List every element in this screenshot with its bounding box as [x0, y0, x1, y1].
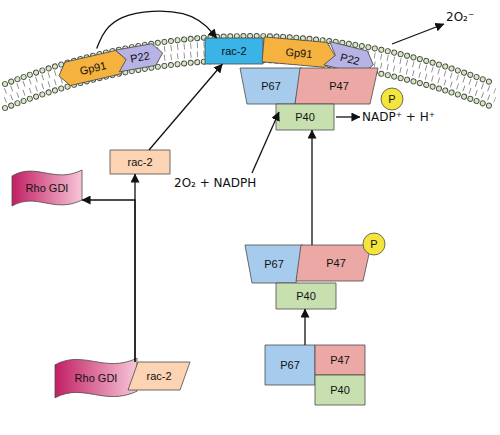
p40-subunit: P40 — [276, 104, 334, 130]
node-label: rac-2 — [221, 45, 246, 57]
node-label: Gp91 — [79, 59, 108, 77]
node-outline — [315, 345, 365, 375]
p67-subunit: P67 — [245, 245, 303, 283]
node-label: P — [388, 93, 395, 105]
node-label: P22 — [129, 49, 150, 64]
node-outline — [265, 345, 315, 385]
node-label: P22 — [339, 51, 361, 67]
node-label: Rho GDI — [26, 182, 69, 194]
node-outline — [12, 170, 82, 206]
phosphate-circle: P — [381, 88, 403, 110]
rac2-protein: rac-2 — [110, 150, 170, 174]
node-label: P67 — [264, 258, 284, 270]
gp91-subunit: Gp91 — [56, 48, 130, 87]
reaction-label: NADP⁺ + H⁺ — [362, 110, 435, 124]
node-outline — [56, 48, 130, 87]
node-label: Rho GDI — [75, 372, 118, 384]
product-arrow — [392, 24, 444, 44]
reaction-label: 2O₂⁻ — [446, 10, 474, 24]
node-outline — [205, 38, 263, 64]
rac2-protein: rac-2 — [205, 38, 263, 64]
node-outline — [128, 362, 190, 390]
assembly-arrow — [311, 130, 312, 245]
node-label: P47 — [330, 354, 350, 366]
assembly-arrow — [304, 309, 305, 345]
p67-subunit: P67 — [265, 345, 315, 385]
node-outline — [295, 68, 378, 104]
assembly-arrow — [149, 64, 222, 150]
node-outline — [381, 88, 403, 110]
p47-subunit: P47 — [301, 245, 371, 281]
node-outline — [110, 150, 170, 174]
p40-subunit: P40 — [276, 283, 336, 309]
p67-subunit: P67 — [240, 68, 302, 104]
rho-gdi-protein: Rho GDI — [55, 356, 137, 400]
node-outline — [296, 245, 371, 281]
node-label: P40 — [295, 111, 315, 123]
node-label: P47 — [329, 80, 349, 92]
p22-subunit: P22 — [115, 42, 164, 72]
node-outline — [240, 68, 302, 104]
node-outline — [115, 42, 164, 72]
phosphate-circle: P — [363, 233, 385, 255]
node-outline — [262, 37, 336, 68]
rho-gdi-protein: Rho GDI — [12, 168, 82, 208]
node-outline — [55, 358, 137, 398]
node-outline — [276, 283, 336, 309]
reaction-label: 2O₂ + NADPH — [174, 176, 256, 190]
substrate-arrow — [252, 112, 279, 173]
node-outline — [363, 233, 385, 255]
node-label: P47 — [326, 257, 346, 269]
product-arrow — [336, 116, 360, 117]
node-label: P67 — [261, 80, 281, 92]
p40-subunit: P40 — [315, 375, 365, 405]
node-label: rac-2 — [127, 156, 152, 168]
gp91-subunit: Gp91 — [262, 37, 336, 68]
assembly-arrow — [82, 200, 135, 362]
node-label: Gp91 — [285, 45, 313, 59]
node-label: P — [370, 238, 377, 250]
node-outline — [245, 245, 303, 283]
node-outline — [315, 375, 365, 405]
node-label: P40 — [330, 384, 350, 396]
assembly-arrow — [97, 11, 217, 48]
rac2-protein: rac-2 — [128, 362, 190, 390]
node-label: P40 — [296, 290, 316, 302]
p47-subunit: P47 — [300, 68, 378, 104]
node-label: rac-2 — [146, 370, 171, 382]
node-outline — [276, 104, 334, 130]
node-label: P67 — [280, 359, 300, 371]
p47-subunit: P47 — [315, 345, 365, 375]
